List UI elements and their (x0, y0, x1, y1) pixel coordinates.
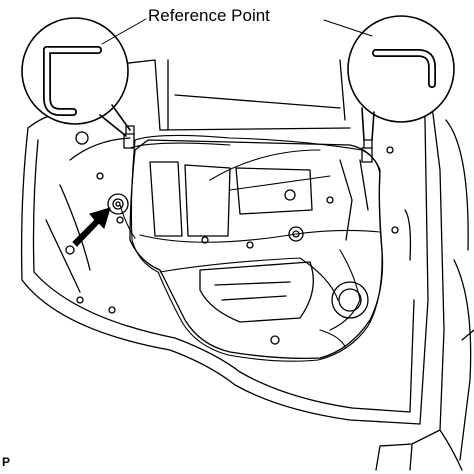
inner-panel (45, 131, 399, 314)
zoom-circle-right (347, 15, 455, 141)
figure-code: P (2, 455, 11, 469)
reference-clip-left (123, 125, 135, 149)
zoom-circle-left (21, 17, 131, 137)
wire-harness (119, 134, 383, 362)
bolt-grommet (107, 193, 129, 215)
service-hole (129, 139, 384, 360)
arrow-indicator-icon (72, 207, 111, 247)
callout-label: Reference Point (148, 6, 270, 25)
window-frame (119, 59, 351, 131)
door-frame-right (375, 89, 474, 471)
callout-leader-lines (101, 18, 373, 45)
reference-clip-right (361, 139, 373, 163)
